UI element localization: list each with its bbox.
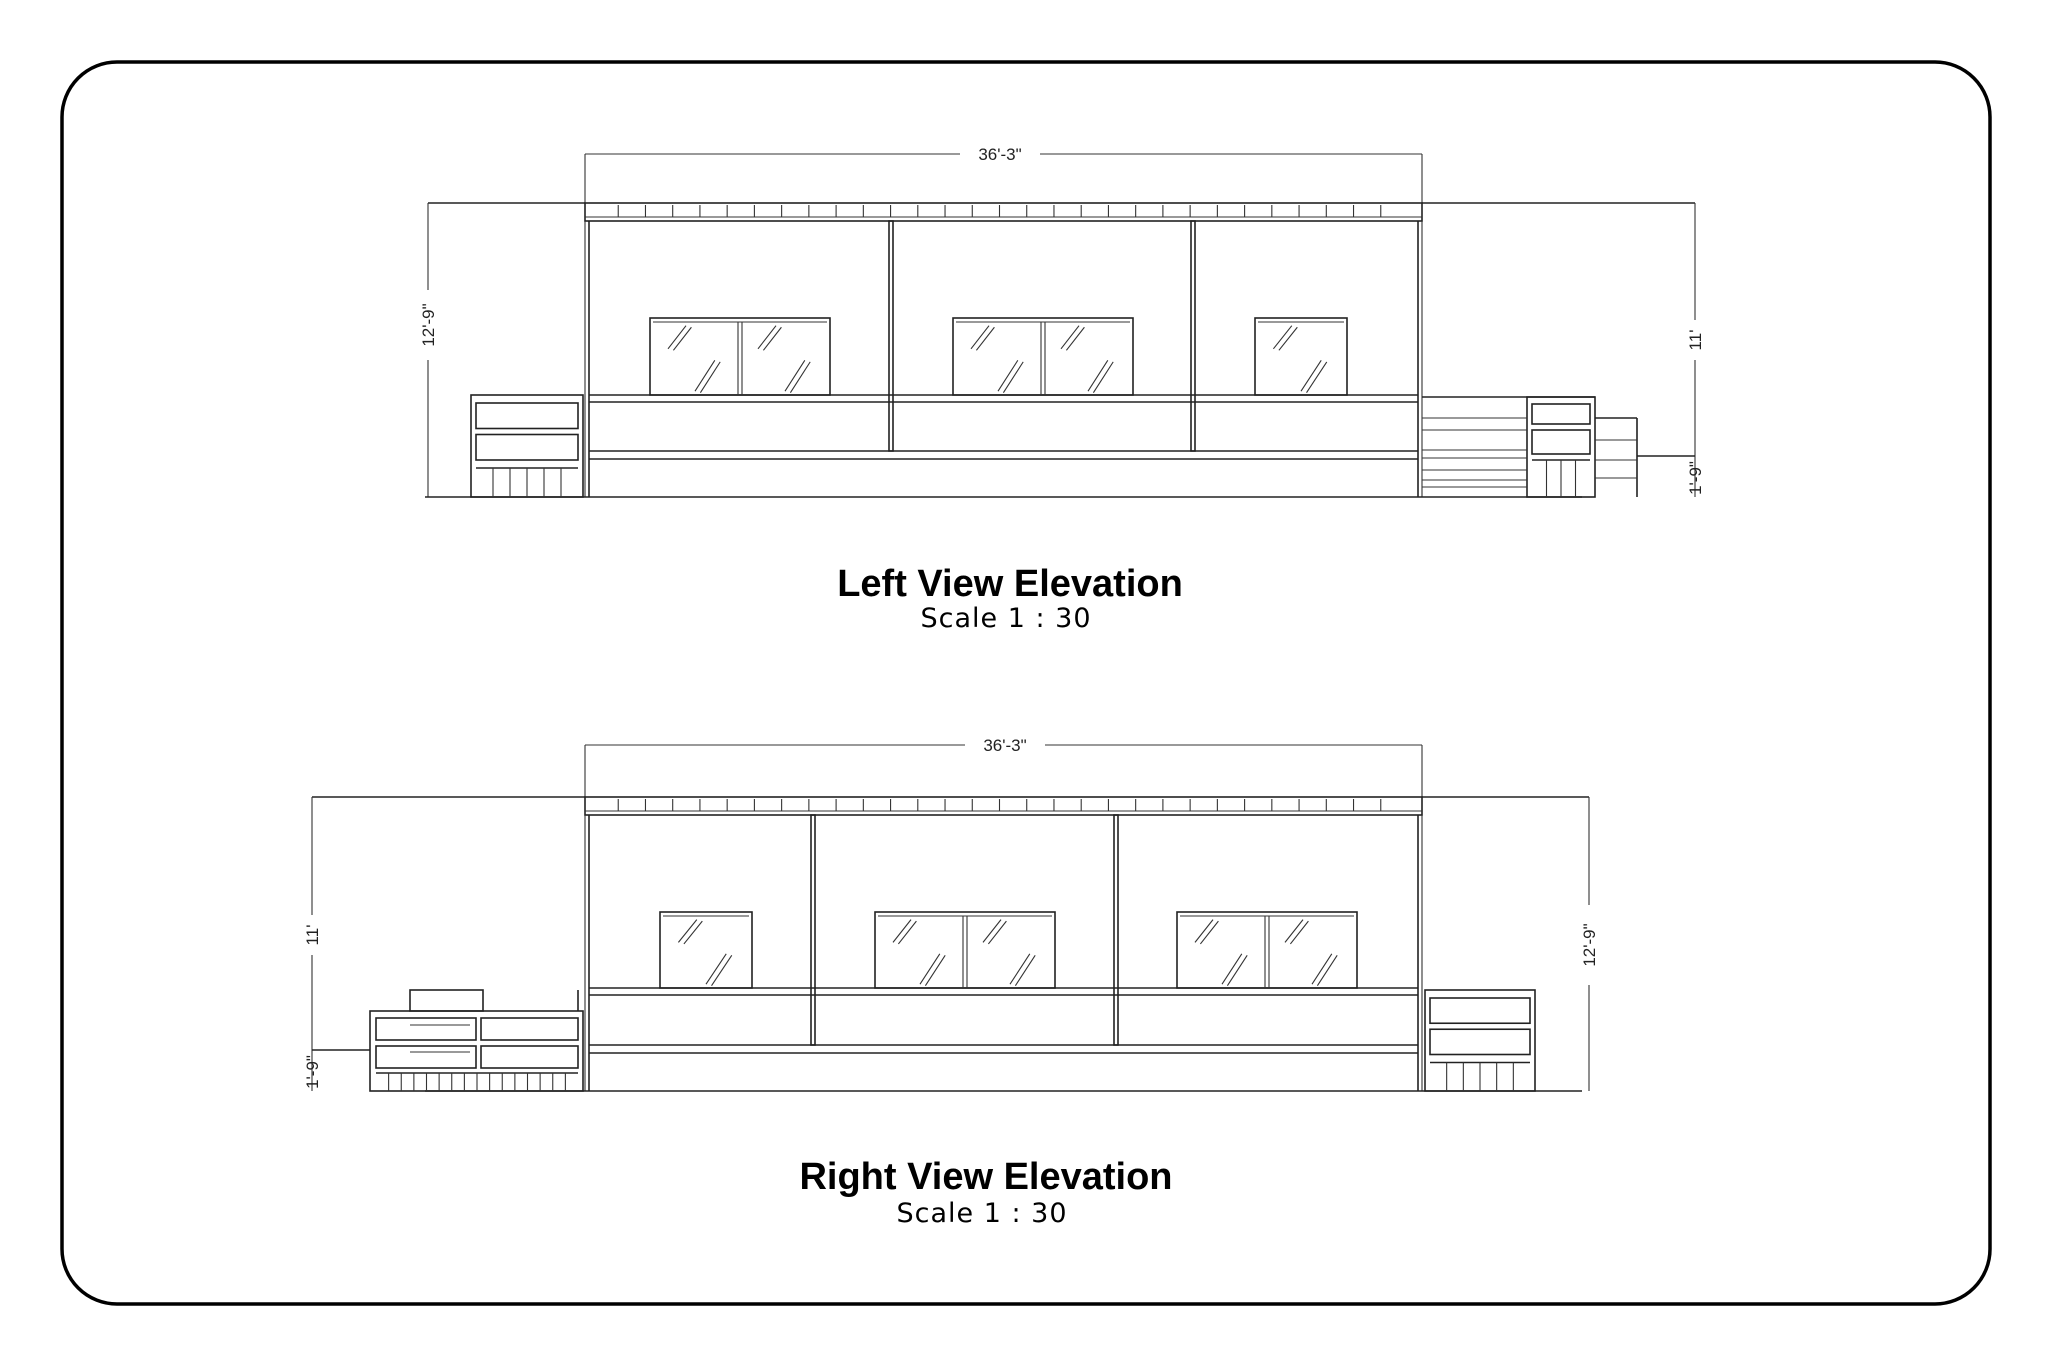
left-height-label: 12'-9" [419, 303, 438, 346]
column [888, 220, 894, 452]
window [1176, 911, 1358, 989]
column [1113, 814, 1119, 1046]
roof-parapet [584, 796, 1423, 816]
right-height-label: 12'-9" [1580, 923, 1599, 966]
sheet-border [60, 60, 1992, 1306]
window [874, 911, 1056, 989]
left-height-dimension: 12'-9" [419, 202, 585, 497]
width-dimension-label: 36'-3" [983, 736, 1026, 755]
roof-parapet [584, 202, 1423, 222]
right-view-elevation-drawing: 36'-3" 11' 1'-9" 12'-9" [303, 736, 1599, 1092]
window [952, 317, 1134, 396]
right-annex [1422, 396, 1638, 498]
width-dimension-label: 36'-3" [978, 145, 1021, 164]
building-facade [425, 202, 1582, 498]
left-view-scale: Scale 1 : 30 [920, 603, 1091, 634]
window [1254, 317, 1348, 396]
left-annex [470, 394, 584, 498]
building-facade [425, 796, 1582, 1092]
column [810, 814, 816, 1046]
left-height-dimension: 11' 1'-9" [303, 796, 585, 1091]
column [1190, 220, 1196, 452]
left-annex [369, 989, 584, 1092]
left-view-title: Left View Elevation [837, 563, 1183, 605]
plinth-height-label: 1'-9" [303, 1055, 322, 1089]
right-height-dimension: 11' 1'-9" [1422, 202, 1705, 497]
left-view-elevation-drawing: 36'-3" 12'-9" 11' 1'-9" [419, 145, 1705, 498]
right-annex [1424, 989, 1536, 1092]
width-dimension: 36'-3" [584, 736, 1423, 797]
right-height-label: 11' [1686, 330, 1705, 351]
plinth-height-label: 1'-9" [1686, 461, 1705, 495]
window [649, 317, 831, 396]
right-view-scale: Scale 1 : 30 [896, 1198, 1067, 1229]
right-height-dimension: 12'-9" [1422, 796, 1599, 1091]
width-dimension: 36'-3" [584, 145, 1423, 203]
right-view-title: Right View Elevation [799, 1156, 1172, 1198]
window [659, 911, 753, 989]
left-height-label: 11' [303, 925, 322, 946]
